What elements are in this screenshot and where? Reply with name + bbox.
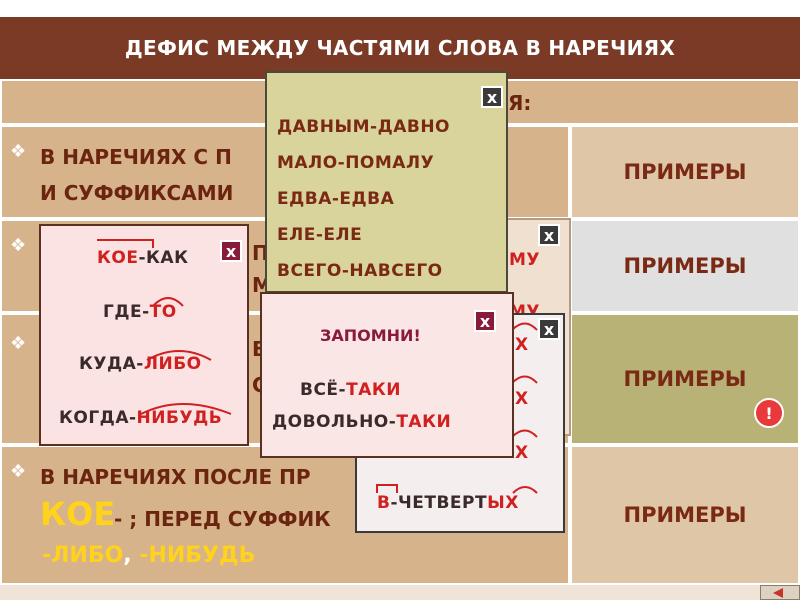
close-remember-button[interactable]: x (474, 310, 496, 332)
close-icon: x (479, 311, 491, 331)
bottom-strip (0, 585, 800, 600)
rule-row-1-line2: И СУФФИКСАМИ (40, 181, 234, 205)
examples-button-2[interactable]: ПРИМЕРЫ (570, 219, 800, 313)
remember-word-1: ВСЁ-ТАКИ (300, 380, 401, 400)
rule-row-4-line2: - ; ПЕРЕД СУФФИК (114, 507, 331, 531)
indef-word-4-b: НИБУДЬ (136, 408, 223, 428)
numeral-root: ЧЕТВЕРТ (398, 493, 488, 513)
warning-button[interactable]: ! (754, 398, 784, 428)
close-repeat-button[interactable]: x (481, 86, 503, 108)
bullet-icon: ❖ (10, 461, 27, 482)
repeat-word-5: ВСЕГО-НАВСЕГО (277, 261, 443, 281)
examples-button-4[interactable]: ПРИМЕРЫ (570, 445, 800, 585)
indef-word-4-a: КОГДА- (59, 408, 137, 428)
numeral-prefix: В (377, 493, 391, 513)
suffix-nibud: -НИБУДЬ (139, 543, 256, 568)
indef-word-3-a: КУДА- (79, 354, 144, 374)
repeat-word-1: ДАВНЫМ-ДАВНО (277, 117, 451, 137)
indef-word-2: ГДЕ-ТО (103, 302, 177, 322)
indef-word-1-a: КОЕ (97, 248, 139, 268)
close-indefinite-button[interactable]: x (220, 240, 242, 262)
rule-row-1-line1: В НАРЕЧИЯХ С П (40, 145, 232, 169)
popup-repeat: ДАВНЫМ-ДАВНО МАЛО-ПОМАЛУ ЕДВА-ЕДВА ЕЛЕ-Е… (265, 71, 508, 293)
numeral-frag-3: Х (515, 443, 529, 463)
remember-heading: ЗАПОМНИ! (320, 326, 421, 345)
indef-word-2-a: ГДЕ- (103, 302, 150, 322)
indef-word-3: КУДА-ЛИБО (79, 354, 202, 374)
numeral-word-marks (376, 484, 538, 494)
remember-word-2: ДОВОЛЬНО-ТАКИ (272, 412, 451, 432)
repeat-word-4: ЕЛЕ-ЕЛЕ (277, 225, 363, 245)
header-strip-text: Я: (508, 91, 532, 115)
rule-row-4-line3: -ЛИБО, -НИБУДЬ (42, 543, 255, 568)
bullet-icon: ❖ (10, 141, 27, 162)
repeat-word-3: ЕДВА-ЕДВА (277, 189, 395, 209)
close-icon: x (543, 225, 555, 245)
suffix-sep: , (123, 543, 140, 568)
indef-word-4: КОГДА-НИБУДЬ (59, 408, 222, 428)
close-icon: x (486, 87, 498, 107)
numeral-suffix: ЫХ (487, 493, 519, 513)
examples-button-1[interactable]: ПРИМЕРЫ (570, 125, 800, 219)
repeat-word-2: МАЛО-ПОМАЛУ (277, 153, 435, 173)
remember-word-1-a: ВСЁ- (300, 380, 347, 400)
numeral-frag-2: Х (515, 389, 529, 409)
nav-back-icon (773, 588, 783, 598)
popup-indefinite: КОЕ-КАК ГДЕ-ТО КУДА-ЛИБО КОГДА-НИБУДЬ (39, 224, 249, 446)
partial-frag-1: МУ (509, 250, 541, 270)
indef-word-1-b: -КАК (138, 248, 189, 268)
popup-remember: ЗАПОМНИ! ВСЁ-ТАКИ ДОВОЛЬНО-ТАКИ (260, 292, 514, 458)
bullet-icon: ❖ (10, 235, 27, 256)
indef-word-3-b: ЛИБО (143, 354, 202, 374)
indef-word-1: КОЕ-КАК (97, 248, 188, 268)
numeral-frag-1: Х (515, 335, 529, 355)
remember-word-2-a: ДОВОЛЬНО- (272, 412, 397, 432)
warning-label: ! (765, 403, 773, 423)
close-partial-button[interactable]: x (538, 224, 560, 246)
numeral-hyphen: - (390, 493, 399, 513)
rule-row-4-line1: В НАРЕЧИЯХ ПОСЛЕ ПР (40, 465, 311, 489)
remember-word-2-b: ТАКИ (396, 412, 452, 432)
nav-back-button[interactable] (760, 585, 800, 600)
close-icon: x (225, 241, 237, 261)
remember-word-1-b: ТАКИ (346, 380, 401, 400)
suffix-libo: -ЛИБО (42, 543, 124, 568)
indef-morpheme-marks (97, 239, 232, 415)
numeral-word: В-ЧЕТВЕРТЫХ (377, 493, 519, 513)
close-icon: x (543, 319, 555, 339)
page-title: ДЕФИС МЕЖДУ ЧАСТЯМИ СЛОВА В НАРЕЧИЯХ (0, 17, 800, 79)
close-numeral-button[interactable]: x (538, 318, 560, 340)
rule-row-2-line1: П (252, 241, 269, 265)
indef-word-2-b: ТО (149, 302, 177, 322)
rule-row-4-big: КОЕ (40, 495, 116, 533)
numeral-arc-marks (511, 322, 538, 438)
bullet-icon: ❖ (10, 333, 27, 354)
